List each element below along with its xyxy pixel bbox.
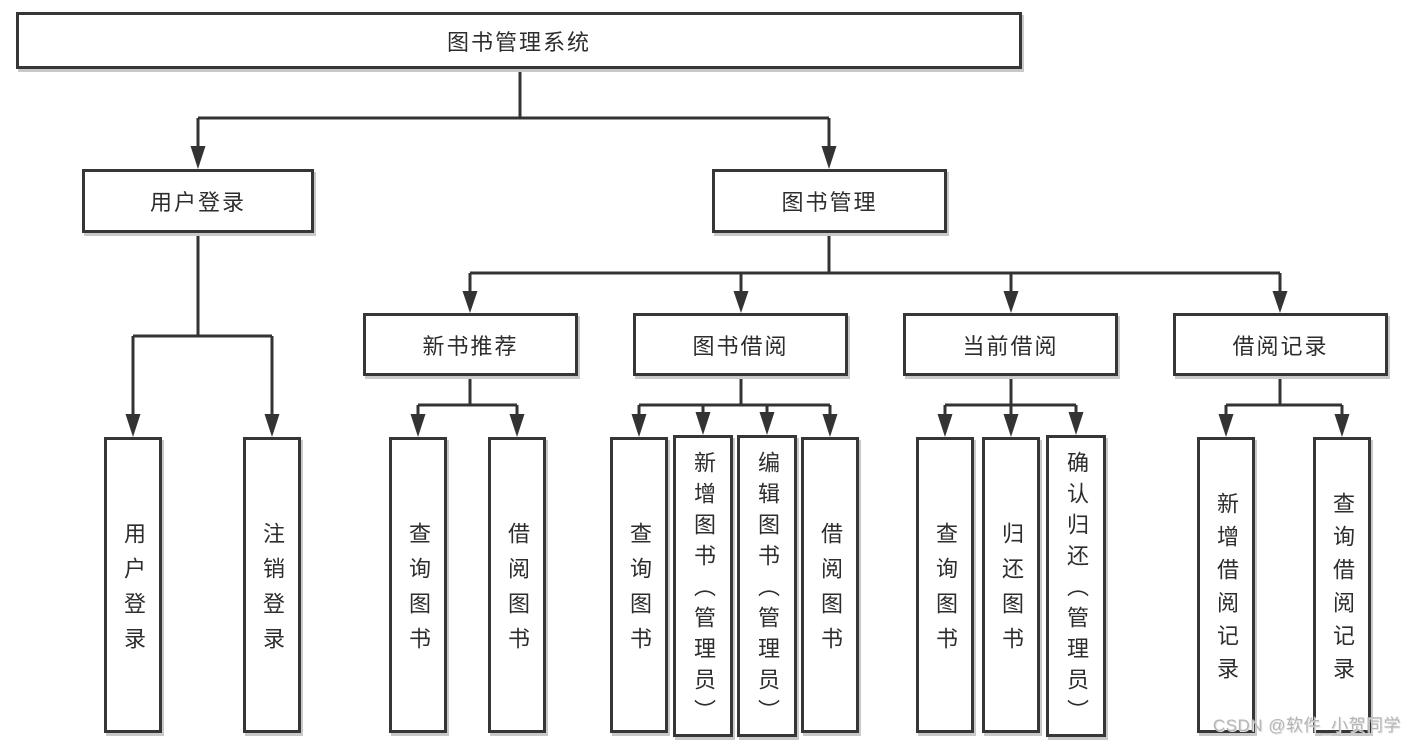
leaf-return-books: 归还图书 bbox=[982, 437, 1040, 733]
leaf-add-books-admin: 新增图书（管理员） bbox=[673, 435, 733, 737]
edge-new-book-recommend-children bbox=[410, 376, 525, 437]
node-book-borrow-label: 图书借阅 bbox=[692, 333, 789, 359]
leaf-user-login-label: 用户登录 bbox=[121, 521, 146, 662]
leaf-query-books-recommend: 查询图书 bbox=[389, 437, 447, 733]
node-current-borrow: 当前借阅 bbox=[903, 313, 1118, 376]
edge-book-borrow-children bbox=[631, 376, 838, 437]
node-borrow-records: 借阅记录 bbox=[1173, 313, 1388, 376]
leaf-query-borrow-record-label: 查询借阅记录 bbox=[1330, 491, 1355, 690]
node-user-login-label: 用户登录 bbox=[149, 190, 246, 215]
leaf-query-books-current: 查询图书 bbox=[916, 437, 974, 733]
edge-user-login-children bbox=[125, 233, 280, 437]
leaf-user-login: 用户登录 bbox=[104, 437, 162, 733]
leaf-query-books-current-label: 查询图书 bbox=[933, 521, 958, 662]
leaf-borrow-books-recommend-label: 借阅图书 bbox=[505, 521, 530, 662]
leaf-borrow-books: 借阅图书 bbox=[801, 437, 859, 733]
leaf-query-books-borrow: 查询图书 bbox=[610, 437, 668, 733]
node-user-login: 用户登录 bbox=[82, 169, 314, 233]
leaf-confirm-return-admin: 确认归还（管理员） bbox=[1046, 435, 1106, 737]
leaf-logout: 注销登录 bbox=[243, 437, 301, 733]
leaf-query-books-borrow-label: 查询图书 bbox=[627, 521, 652, 662]
leaf-add-borrow-record: 新增借阅记录 bbox=[1197, 437, 1255, 733]
leaf-add-books-admin-label: 新增图书（管理员） bbox=[691, 451, 716, 730]
leaf-add-borrow-record-label: 新增借阅记录 bbox=[1214, 491, 1239, 690]
leaf-logout-label: 注销登录 bbox=[260, 521, 285, 662]
leaf-edit-books-admin-label: 编辑图书（管理员） bbox=[755, 451, 780, 730]
node-book-management: 图书管理 bbox=[712, 169, 947, 233]
edge-book-management-children bbox=[462, 233, 1288, 313]
node-book-borrow: 图书借阅 bbox=[633, 313, 848, 376]
node-new-book-recommend-label: 新书推荐 bbox=[422, 333, 519, 359]
leaf-return-books-label: 归还图书 bbox=[999, 521, 1024, 662]
leaf-confirm-return-admin-label: 确认归还（管理员） bbox=[1064, 451, 1089, 730]
leaf-borrow-books-recommend: 借阅图书 bbox=[488, 437, 546, 733]
leaf-borrow-books-label: 借阅图书 bbox=[818, 521, 843, 662]
edge-current-borrow-children bbox=[937, 376, 1084, 437]
node-library-management-system-label: 图书管理系统 bbox=[446, 29, 591, 55]
node-new-book-recommend: 新书推荐 bbox=[363, 313, 578, 376]
csdn-watermark: CSDN @软件_小贺同学 bbox=[1212, 716, 1401, 735]
node-library-management-system: 图书管理系统 bbox=[16, 12, 1022, 69]
node-borrow-records-label: 借阅记录 bbox=[1232, 333, 1329, 359]
node-current-borrow-label: 当前借阅 bbox=[962, 333, 1059, 359]
node-book-management-label: 图书管理 bbox=[781, 190, 878, 215]
leaf-edit-books-admin: 编辑图书（管理员） bbox=[737, 435, 797, 737]
edge-borrow-records-children bbox=[1218, 376, 1350, 437]
edge-root-to-level2 bbox=[190, 69, 837, 169]
leaf-query-books-recommend-label: 查询图书 bbox=[406, 521, 431, 662]
leaf-query-borrow-record: 查询借阅记录 bbox=[1313, 437, 1371, 733]
